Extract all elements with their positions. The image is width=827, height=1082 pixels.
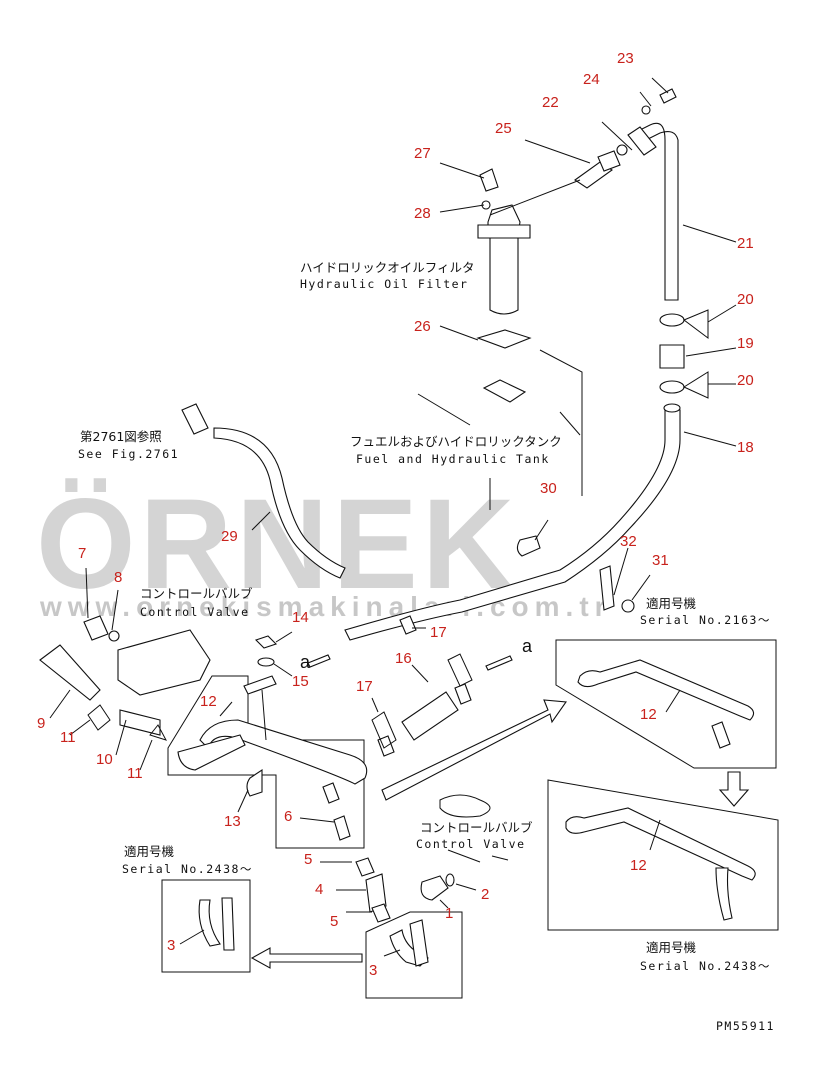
hydraulic-filter-label-jp: ハイドロリックオイルフィルタ (300, 260, 475, 275)
part-number-31: 31 (652, 552, 669, 569)
part-number-3-center: 3 (369, 962, 377, 979)
part-number-17-bottom: 17 (356, 678, 373, 695)
part-number-18: 18 (737, 439, 754, 456)
watermark-url: www.ornekismakinalari.com.tr (39, 591, 612, 622)
pipe-3-box-left (161, 879, 251, 973)
part-number-30: 30 (540, 480, 557, 497)
applicable-1-label-jp: 適用号機 (646, 596, 697, 611)
applicable-3-label-jp: 適用号機 (646, 940, 697, 955)
pipe-12-box-2438-right (547, 779, 779, 931)
tank-leaders (417, 349, 583, 510)
hydraulic-filter (439, 162, 581, 403)
part-number-20-top: 20 (737, 291, 754, 308)
fittings-30-32 (516, 519, 651, 613)
hose-19-20-group (659, 304, 737, 399)
part-number-24: 24 (583, 71, 600, 88)
tank-label-jp: フュエルおよびハイドロリックタンク (350, 434, 562, 449)
control-valve-right (439, 794, 509, 863)
see-fig-label-en: See Fig.2761 (78, 447, 179, 461)
part-number-1: 1 (445, 905, 453, 922)
part-number-17-top: 17 (430, 624, 447, 641)
part-number-5-top: 5 (304, 851, 312, 868)
drawing-code: PM55911 (716, 1019, 775, 1033)
part-number-12-box-2163: 12 (640, 706, 657, 723)
part-number-11-left: 11 (60, 729, 76, 746)
view-a-right: a (522, 636, 533, 656)
part-number-23: 23 (617, 50, 634, 67)
text-labels: ハイドロリックオイルフィルタ Hydraulic Oil Filter フュエル… (78, 260, 775, 1033)
part-number-7: 7 (78, 545, 86, 562)
pipe-12-box-main (167, 675, 368, 849)
part-number-5-bottom: 5 (330, 913, 338, 930)
serial-2163-label: Serial No.2163～ (640, 613, 771, 627)
part-number-4: 4 (315, 881, 323, 898)
serial-2438-left-label: Serial No.2438～ (122, 862, 253, 876)
part-number-13: 13 (224, 813, 241, 830)
parts-14-15 (243, 631, 293, 741)
part-number-2: 2 (481, 886, 489, 903)
part-number-19: 19 (737, 335, 754, 352)
control-valve-1-label-jp: コントロールバルブ (140, 586, 253, 601)
arrow-to-right-box (381, 699, 567, 801)
control-valve-1-label-en: Control Valve (140, 605, 250, 619)
part-number-labels: 23 24 22 25 27 28 21 20 19 20 26 18 30 2… (37, 50, 754, 979)
view-a-left: a (300, 652, 311, 672)
control-valve-left (39, 567, 211, 771)
arrow-down (718, 771, 750, 807)
applicable-2-label-jp: 適用号機 (124, 844, 175, 859)
part-number-11-right: 11 (127, 765, 143, 782)
part-number-15: 15 (292, 673, 309, 690)
pipe-3-box-center (365, 911, 463, 999)
control-valve-2-label-jp: コントロールバルブ (420, 820, 533, 835)
pipe-12-box-2163 (555, 639, 777, 769)
part-number-26: 26 (414, 318, 431, 335)
hose-16-17 (307, 615, 513, 757)
part-number-12-box-2438: 12 (630, 857, 647, 874)
part-number-28: 28 (414, 205, 431, 222)
part-number-29: 29 (221, 528, 238, 545)
part-number-32: 32 (620, 533, 637, 550)
serial-2438-right-label: Serial No.2438～ (640, 959, 771, 973)
pipe-21-group (524, 77, 737, 301)
part-number-25: 25 (495, 120, 512, 137)
part-number-8: 8 (114, 569, 122, 586)
pipe-29 (181, 403, 346, 579)
part-number-3-left: 3 (167, 937, 175, 954)
arrow-left (250, 947, 363, 969)
part-number-9: 9 (37, 715, 45, 732)
part-number-20-bottom: 20 (737, 372, 754, 389)
hydraulic-filter-label-en: Hydraulic Oil Filter (300, 277, 468, 291)
part-number-6: 6 (284, 808, 292, 825)
part-number-22: 22 (542, 94, 559, 111)
parts-1-5 (320, 857, 477, 923)
see-fig-label-jp: 第2761図参照 (80, 429, 162, 444)
part-number-27: 27 (414, 145, 431, 162)
part-number-10: 10 (96, 751, 113, 768)
tank-label-en: Fuel and Hydraulic Tank (356, 452, 550, 466)
control-valve-2-label-en: Control Valve (416, 837, 526, 851)
pipe-18 (344, 403, 737, 641)
part-number-16: 16 (395, 650, 412, 667)
part-number-14: 14 (292, 609, 309, 626)
part-number-21: 21 (737, 235, 754, 252)
part-number-12-main: 12 (200, 693, 217, 710)
